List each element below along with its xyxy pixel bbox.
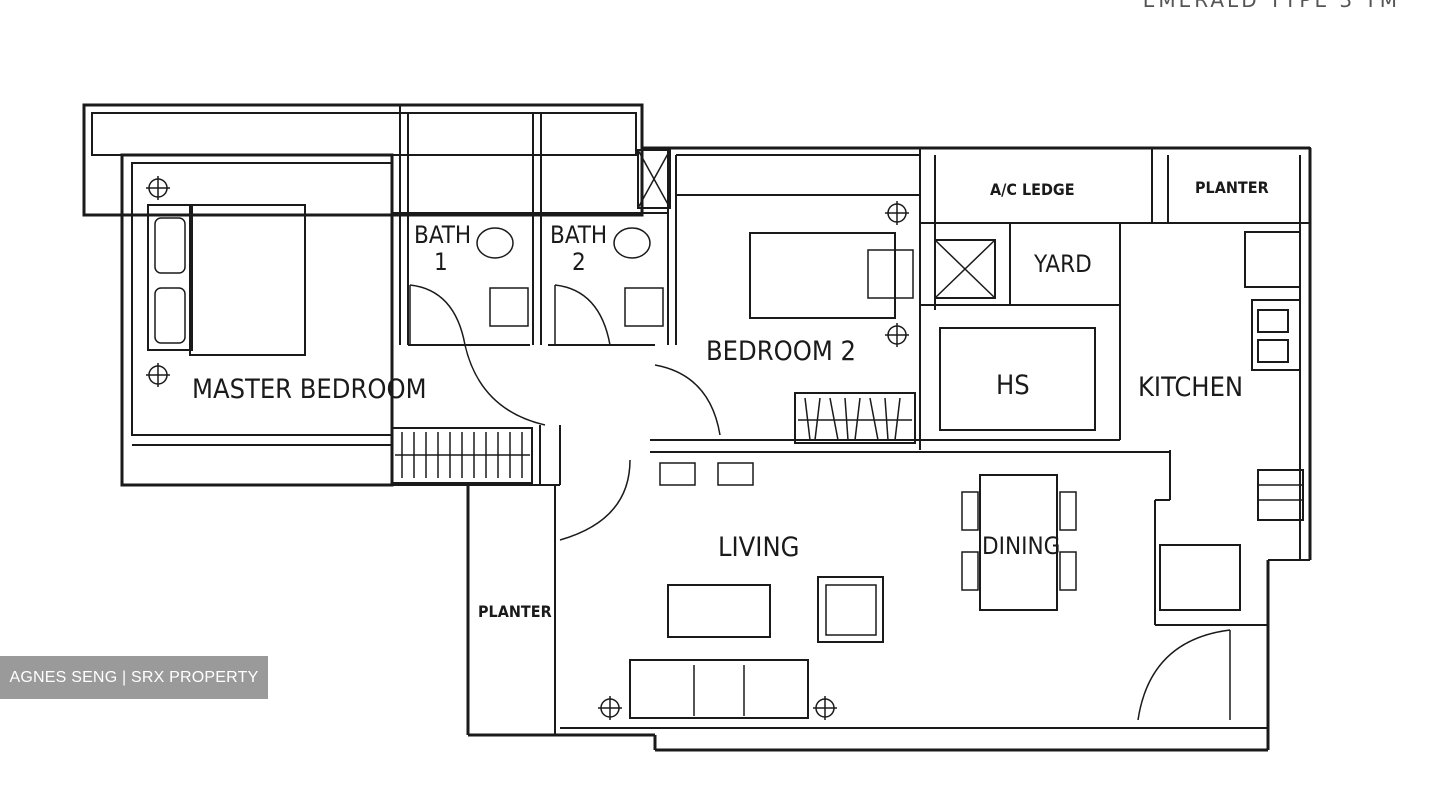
- light-fixtures: [146, 176, 909, 720]
- label-living: LIVING: [718, 532, 799, 563]
- label-bedroom-2: BEDROOM 2: [706, 336, 856, 367]
- label-bath-1-num: 1: [434, 248, 448, 276]
- doors: [409, 284, 1231, 721]
- label-bath-1: BATH: [414, 221, 471, 249]
- label-dining: DINING: [982, 532, 1060, 560]
- label-planter-left: PLANTER: [478, 602, 552, 621]
- walls: [82, 103, 1312, 752]
- label-bath-2: BATH: [550, 221, 607, 249]
- label-master-bedroom: MASTER BEDROOM: [192, 374, 427, 405]
- cropped-header-text: EMERALD TYPE 3 TM: [1142, 0, 1400, 12]
- furniture: [147, 204, 1077, 719]
- label-ac-ledge: A/C LEDGE: [990, 180, 1075, 199]
- label-yard: YARD: [1033, 250, 1092, 278]
- label-planter-top: PLANTER: [1195, 178, 1269, 197]
- label-bath-2-num: 2: [572, 248, 586, 276]
- label-hs: HS: [996, 370, 1030, 401]
- label-kitchen: KITCHEN: [1138, 372, 1243, 403]
- watermark-badge: AGNES SENG | SRX PROPERTY: [0, 656, 268, 699]
